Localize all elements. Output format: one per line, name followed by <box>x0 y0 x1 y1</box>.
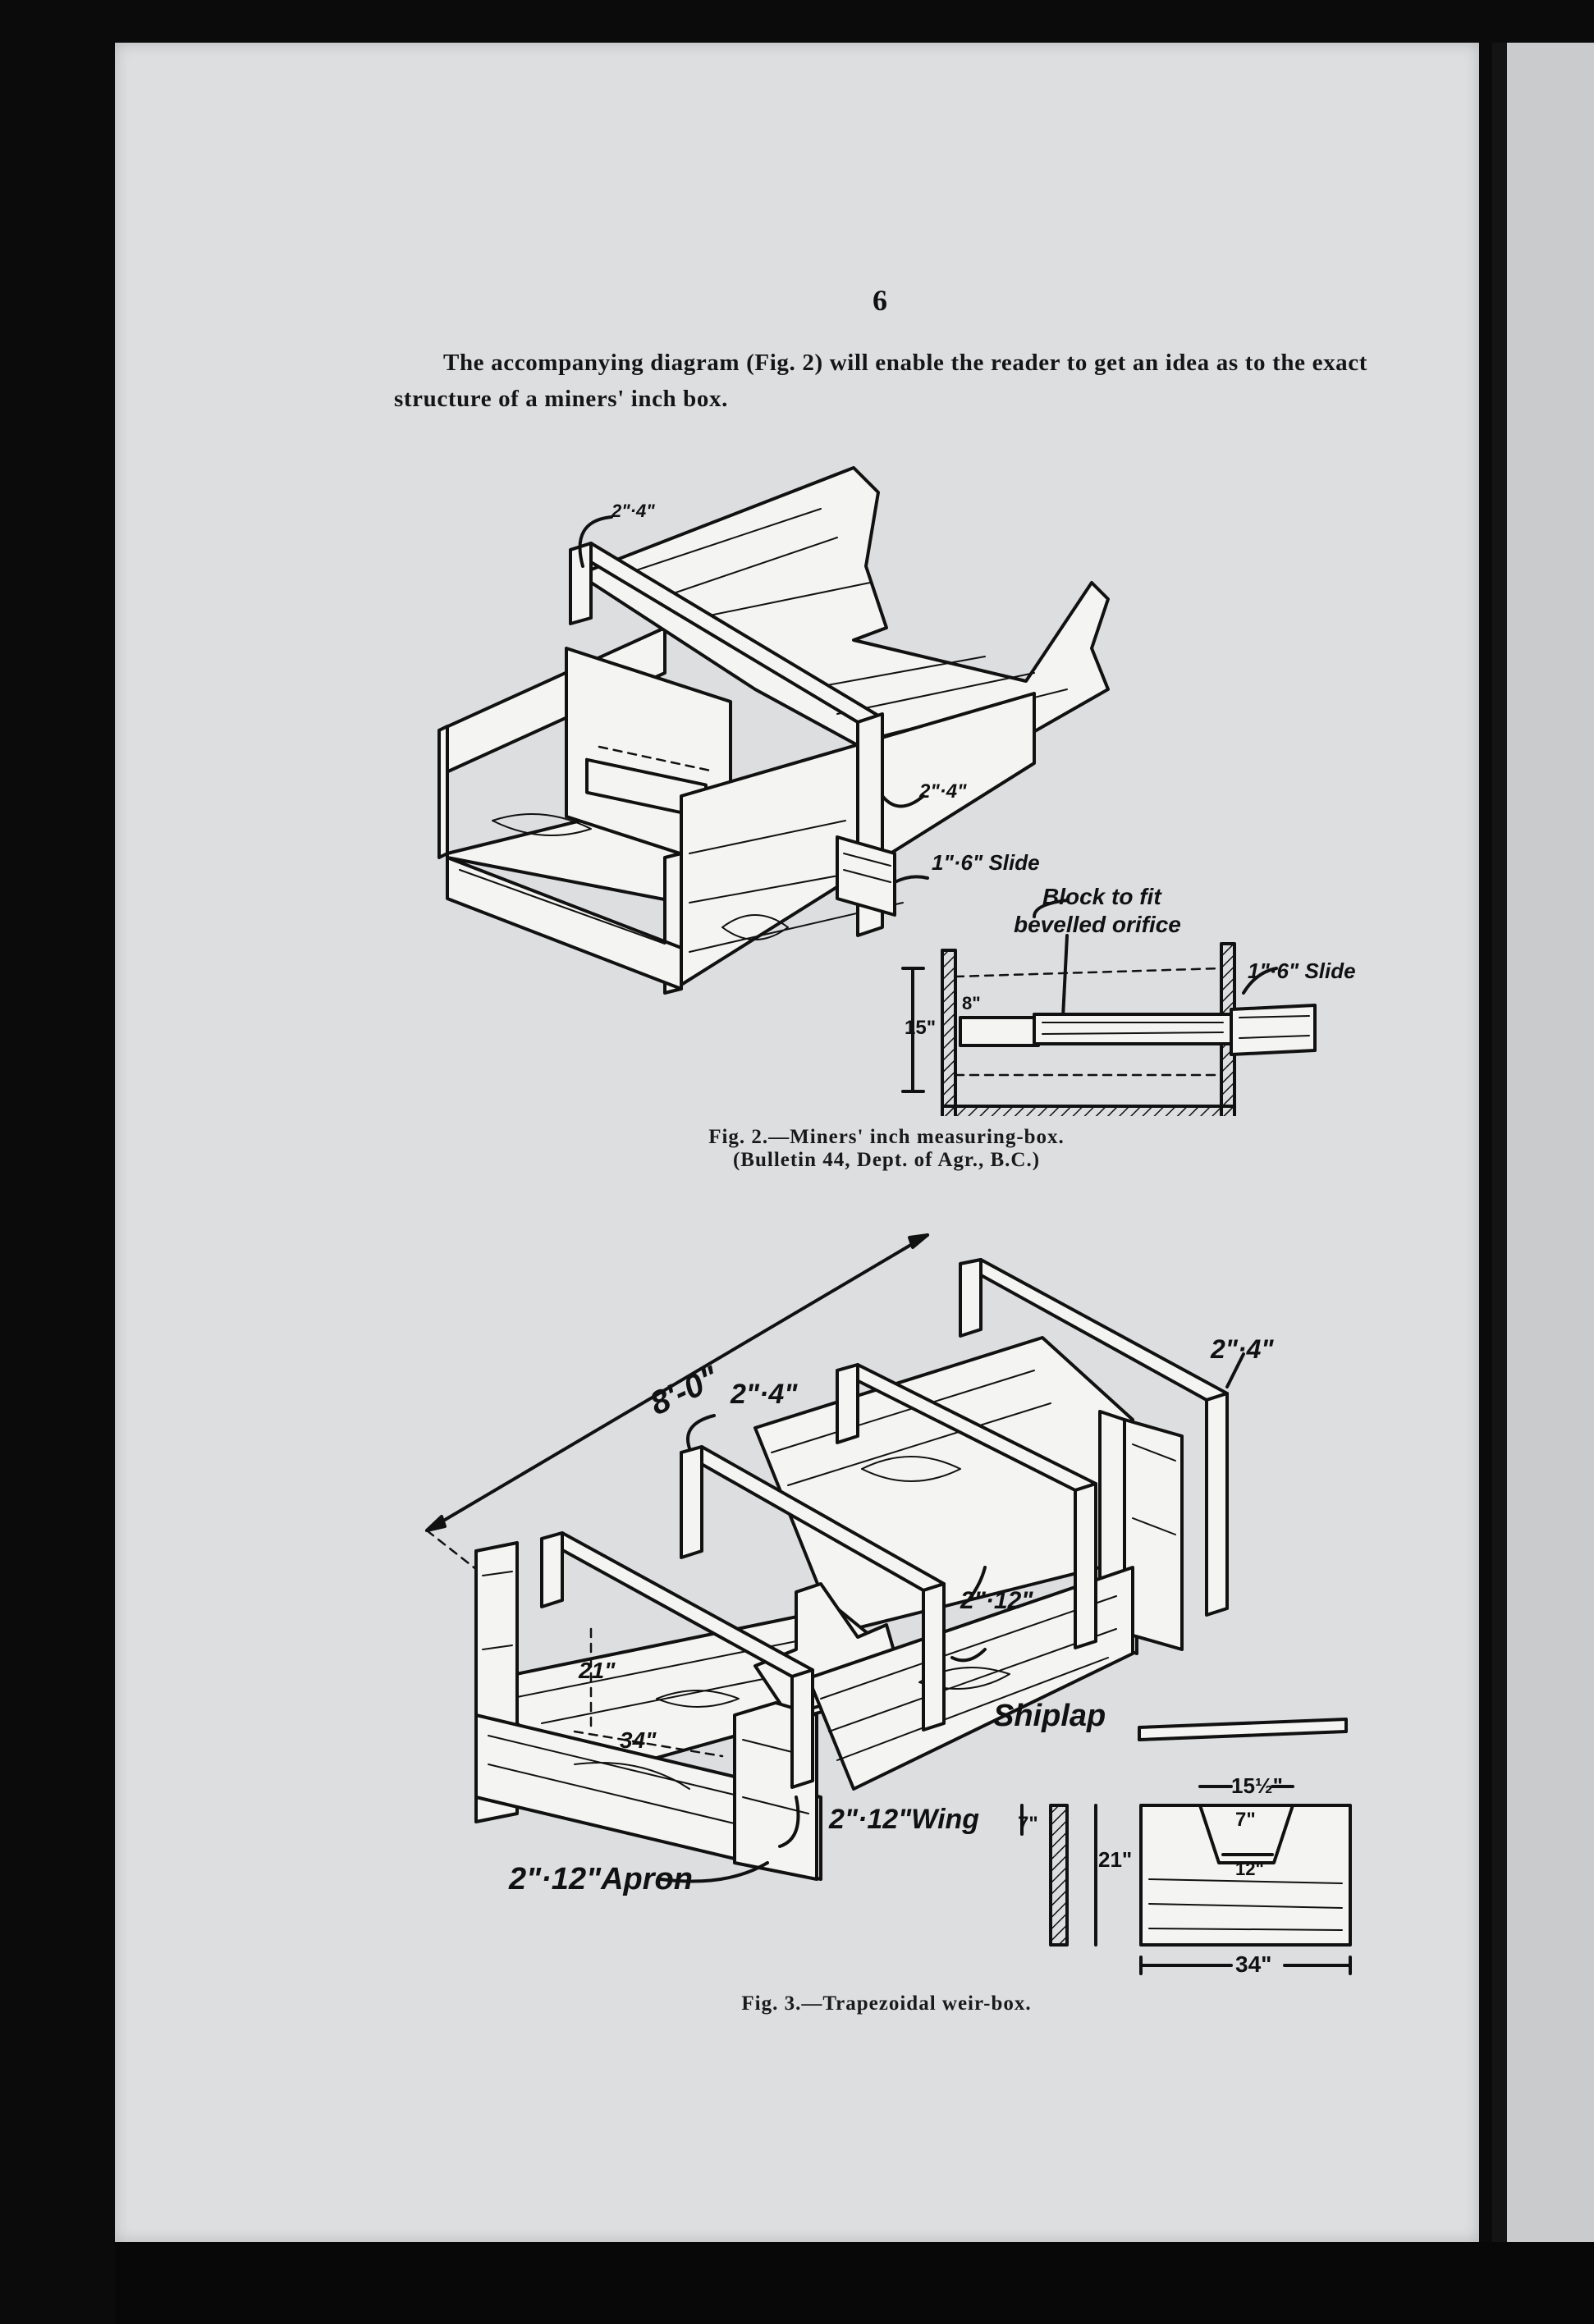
fig3-dim-12-label: 12" <box>1235 1859 1264 1879</box>
fig3-dim-7-inner-label: 7" <box>1235 1809 1256 1831</box>
body-paragraph: The accompanying diagram (Fig. 2) will e… <box>394 350 1367 412</box>
facing-page-edge <box>1492 43 1594 2242</box>
fig3-inner-height-label: 21" <box>578 1658 616 1683</box>
weir-box-isometric-drawing: 8'-0" <box>425 1233 1245 1883</box>
fig3-length-label: 8'-0" <box>644 1359 725 1422</box>
fig2-block-label-1: Block to fit <box>1042 884 1162 909</box>
fig3-inner-width-label: 34" <box>620 1727 657 1753</box>
figure-3-caption: Fig. 3.—Trapezoidal weir-box. <box>741 1992 1032 2015</box>
fig3-wing-label: 2"·12"Wing <box>828 1804 979 1835</box>
fig2-slide-label: 1"·6" Slide <box>932 850 1040 875</box>
box-cross-section: Block to fit bevelled orifice 1"·6" Slid… <box>901 884 1356 1116</box>
fig3-dim-7-label: 7" <box>1018 1813 1038 1835</box>
scan-border <box>115 2242 1594 2324</box>
fig2-height-15-label: 15" <box>905 1017 936 1039</box>
page-number: 6 <box>873 284 887 317</box>
weir-notch-detail <box>1020 1718 1352 1975</box>
figure-2-caption-line1: Fig. 2.—Miners' inch measuring-box. <box>708 1126 1065 1148</box>
fig2-section-slide-label: 1"·6" Slide <box>1248 958 1356 983</box>
figure-2-caption: Fig. 2.—Miners' inch measuring-box. (Bul… <box>575 1126 1198 1172</box>
fig2-side-timber-label: 2"·4" <box>918 780 967 803</box>
box-isometric-drawing <box>437 466 1110 995</box>
fig3-dim-15-half-label: 15½" <box>1231 1773 1283 1798</box>
figure-2-caption-line2: (Bulletin 44, Dept. of Agr., B.C.) <box>732 1149 1041 1171</box>
figure-3-trapezoidal-weir-box: 8'-0" <box>425 1233 1352 1977</box>
fig3-dim-34-label: 34" <box>1235 1951 1271 1977</box>
fig3-apron-label: 2"·12"Apron <box>508 1862 693 1896</box>
fig3-timber-right-label: 2"·4" <box>1210 1334 1274 1364</box>
fig3-dim-21-label: 21" <box>1098 1847 1132 1872</box>
fig3-shiplap-label: Shiplap <box>993 1699 1106 1733</box>
figure-2-miners-inch-box: 2"·4" 2"·4" 1"·6" Slide Block to fit bev… <box>437 466 1356 1116</box>
fig2-height-8-label: 8" <box>962 993 981 1013</box>
fig2-top-timber-label: 2"·4" <box>611 501 655 521</box>
fig2-block-label-2: bevelled orifice <box>1014 912 1181 937</box>
fig3-timber-left-label: 2"·4" <box>730 1379 798 1410</box>
fig3-side-board-label: 2"·12" <box>960 1587 1033 1614</box>
